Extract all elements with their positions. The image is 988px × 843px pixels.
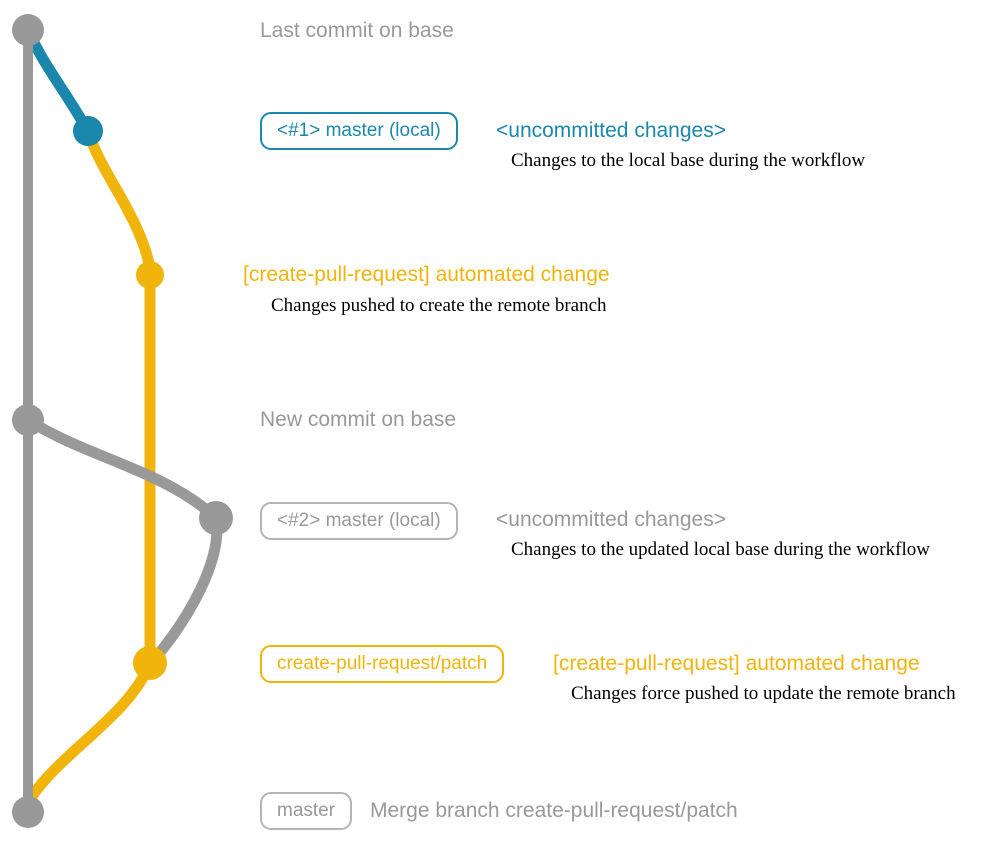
- label-automated-change-1: [create-pull-request] automated change: [243, 262, 610, 286]
- note-updated-local-base: Changes to the updated local base during…: [511, 539, 930, 561]
- badge-master-local-2: <#2> master (local): [260, 502, 458, 540]
- commit-dot-patch-1: [136, 261, 164, 289]
- edge-uncommitted-changes: [22, 24, 94, 137]
- edge-rebased-local: [22, 414, 223, 668]
- label-uncommitted-changes-1: <uncommitted changes>: [496, 118, 726, 142]
- commit-dot-local-master-2: [199, 501, 233, 535]
- commit-dot-merge: [12, 796, 44, 828]
- note-force-pushed-update: Changes force pushed to update the remot…: [571, 683, 956, 705]
- badge-master-local-1: <#1> master (local): [260, 112, 458, 150]
- label-merge-branch: Merge branch create-pull-request/patch: [370, 798, 738, 822]
- note-local-base-changes: Changes to the local base during the wor…: [511, 150, 866, 172]
- commit-dot-local-master-1: [73, 116, 103, 146]
- commit-dot-patch-2: [133, 646, 167, 680]
- badge-master: master: [260, 792, 353, 830]
- label-last-commit-on-base: Last commit on base: [260, 18, 454, 42]
- commit-graph: [12, 14, 233, 828]
- note-pushed-create-remote: Changes pushed to create the remote bran…: [271, 295, 607, 317]
- label-new-commit-on-base: New commit on base: [260, 407, 457, 431]
- label-uncommitted-changes-2: <uncommitted changes>: [496, 507, 726, 531]
- label-automated-change-2: [create-pull-request] automated change: [553, 651, 920, 675]
- commit-dot-last-base: [12, 14, 44, 46]
- badge-create-pull-request-patch: create-pull-request/patch: [260, 645, 505, 683]
- commit-dot-new-base: [12, 404, 44, 436]
